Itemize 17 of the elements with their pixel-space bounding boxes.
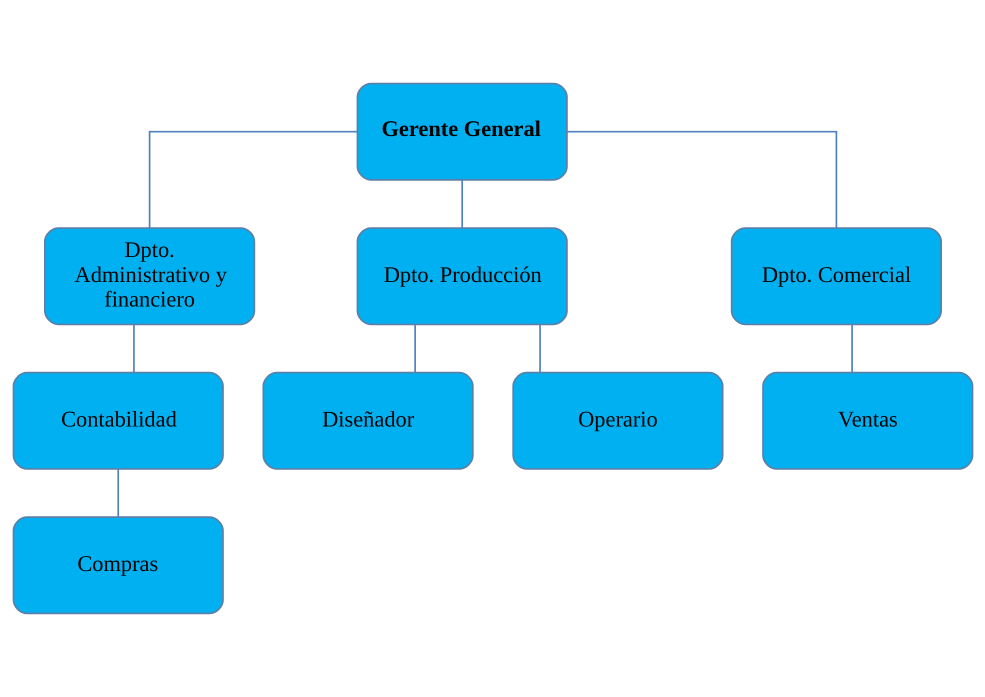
node-box: Diseñador	[262, 372, 474, 470]
node-box: Dpto. Producción	[356, 227, 568, 326]
connector	[460, 180, 463, 228]
connector	[538, 324, 540, 372]
node-box: Compras	[12, 516, 224, 614]
node-box: Gerente General	[356, 82, 568, 181]
node-box: Dpto. Administrativo y financiero	[44, 227, 255, 326]
connector	[116, 469, 119, 517]
connector	[850, 324, 852, 372]
connector	[132, 324, 134, 372]
node-box: Dpto. Comercial	[730, 227, 942, 326]
connector	[566, 130, 837, 228]
connector	[148, 130, 357, 228]
node-box: Ventas	[762, 372, 973, 470]
connector	[414, 324, 416, 372]
node-box: Contabilidad	[12, 372, 224, 470]
node-box: Operario	[512, 372, 724, 470]
